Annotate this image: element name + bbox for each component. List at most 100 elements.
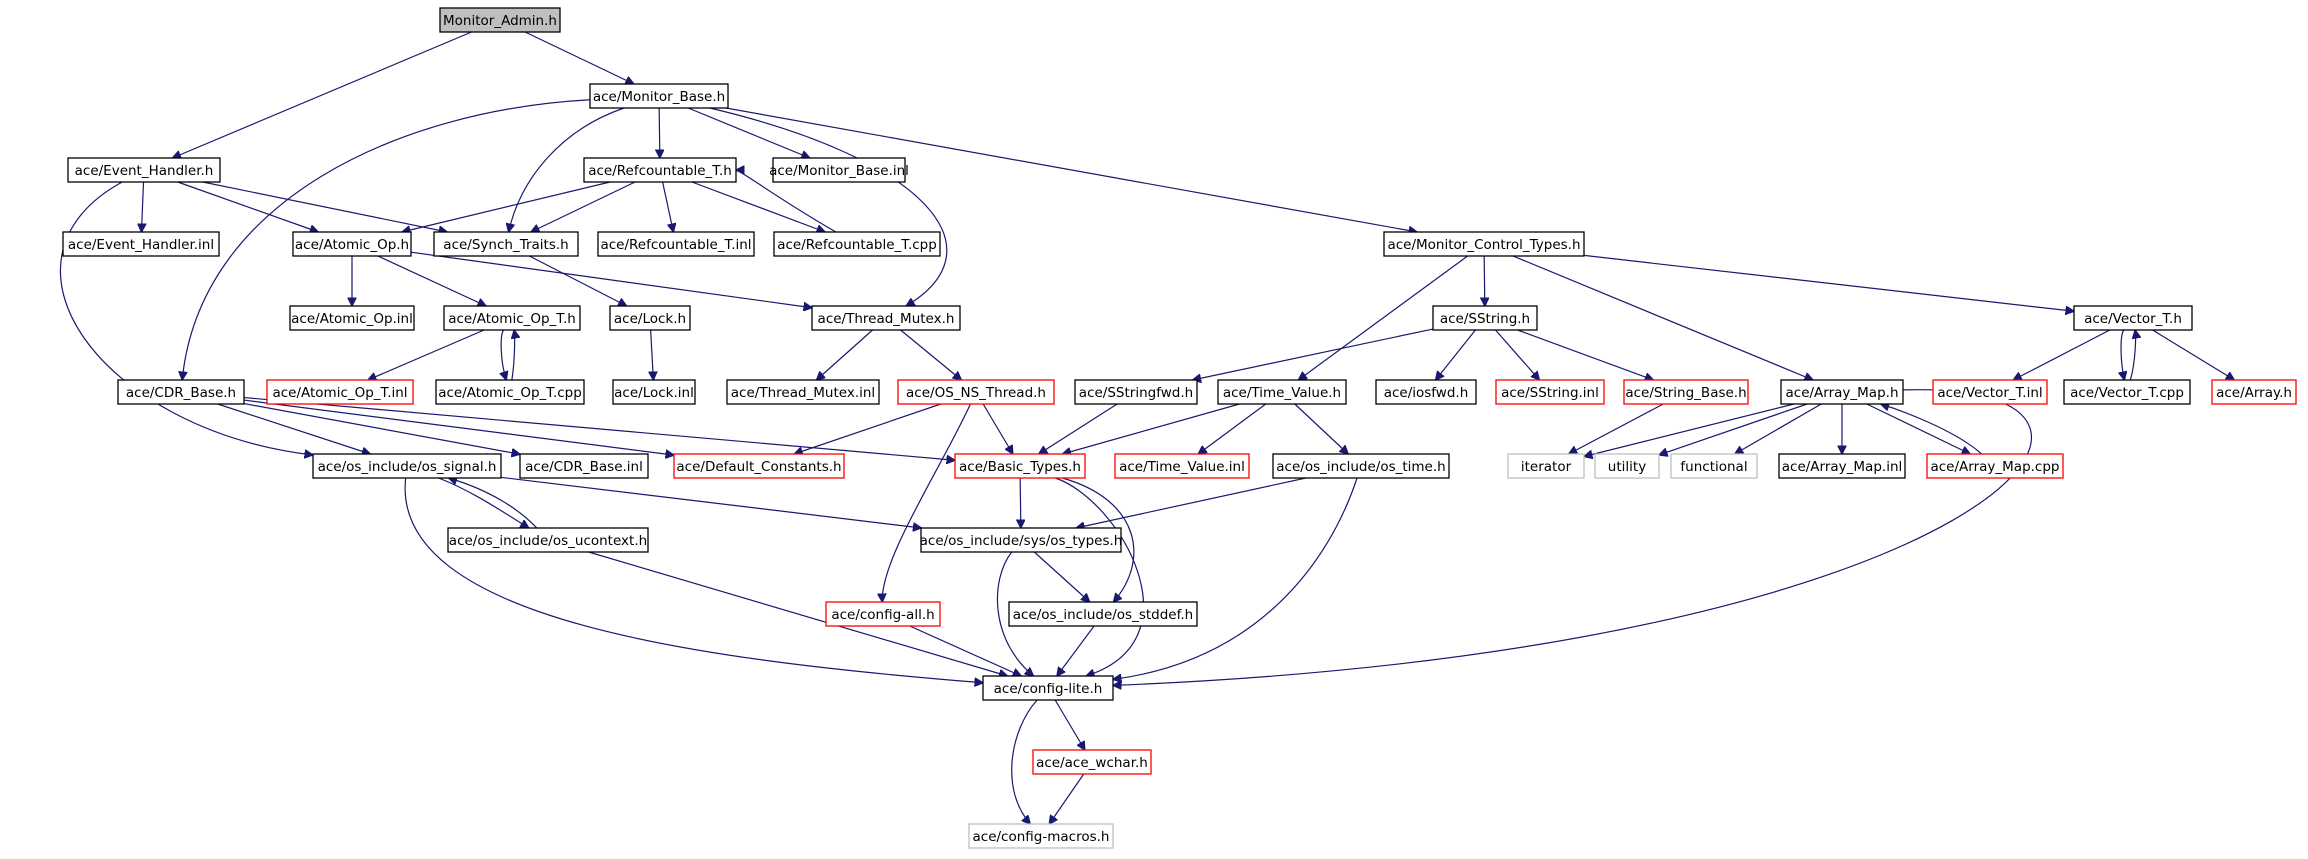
node-basic-types[interactable]: ace/Basic_Types.h xyxy=(954,453,1086,479)
node-sstring-inl[interactable]: ace/SString.inl xyxy=(1495,379,1605,405)
node-box xyxy=(825,601,941,627)
node-array-map-cpp[interactable]: ace/Array_Map.cpp xyxy=(1926,453,2064,479)
node-label: ace/iosfwd.h xyxy=(1384,385,1469,401)
node-label: iterator xyxy=(1521,459,1572,475)
node-box xyxy=(583,157,737,183)
node-label: Monitor_Admin.h xyxy=(443,13,557,29)
node-box xyxy=(897,379,1055,405)
node-array-h[interactable]: ace/Array.h xyxy=(2211,379,2297,405)
edge-sstring_h-to-sstringfwd xyxy=(1193,328,1434,380)
node-time-value-h[interactable]: ace/Time_Value.h xyxy=(1217,379,1347,405)
node-event-handler-inl[interactable]: ace/Event_Handler.inl xyxy=(62,231,220,257)
edge-lock_h-to-lock_inl xyxy=(651,329,654,380)
edge-monitor_admin-to-monitor_base xyxy=(524,31,634,84)
node-label: ace/Refcountable_T.cpp xyxy=(777,237,937,253)
node-label: ace/Array_Map.cpp xyxy=(1930,459,2059,475)
node-box xyxy=(2063,379,2191,405)
node-lock-h[interactable]: ace/Lock.h xyxy=(609,305,691,331)
edge-os_types-to-config_lite xyxy=(996,551,1033,676)
node-utility[interactable]: utility xyxy=(1594,453,1660,479)
edge-cdr_base_h-to-os_signal xyxy=(217,403,371,454)
node-atomic-op-t-cpp[interactable]: ace/Atomic_Op_T.cpp xyxy=(435,379,585,405)
node-box xyxy=(773,231,941,257)
edge-ace_wchar-to-config_macros xyxy=(1049,773,1085,824)
node-label: ace/Atomic_Op_T.h xyxy=(448,311,576,327)
node-os-ucontext[interactable]: ace/os_include/os_ucontext.h xyxy=(447,527,649,553)
node-label: ace/Vector_T.inl xyxy=(1937,385,2042,401)
node-box xyxy=(1008,601,1198,627)
node-sstring-h[interactable]: ace/SString.h xyxy=(1432,305,1538,331)
edge-os_signal-to-os_types xyxy=(500,476,921,528)
edge-cdr_base_h-to-cdr_base_inl xyxy=(243,402,520,455)
node-label: ace/Refcountable_T.h xyxy=(588,163,732,179)
node-ace-wchar[interactable]: ace/ace_wchar.h xyxy=(1032,749,1152,775)
edge-time_value_h-to-time_value_inl xyxy=(1198,403,1267,454)
edge-os_ns_thread-to-config_all xyxy=(882,403,972,602)
node-array-map-h[interactable]: ace/Array_Map.h xyxy=(1780,379,1904,405)
node-label: ace/Thread_Mutex.inl xyxy=(731,385,875,401)
edge-monitor_base-to-monitor_control_types xyxy=(725,107,1417,232)
node-box xyxy=(292,231,412,257)
node-thread-mutex-h[interactable]: ace/Thread_Mutex.h xyxy=(811,305,961,331)
edge-config_lite-to-config_macros xyxy=(1011,699,1038,824)
node-iosfwd-h[interactable]: ace/iosfwd.h xyxy=(1375,379,1477,405)
node-atomic-op-inl[interactable]: ace/Atomic_Op.inl xyxy=(289,305,415,331)
edge-cdr_base_h-to-basic_types xyxy=(243,396,955,461)
node-thread-mutex-inl[interactable]: ace/Thread_Mutex.inl xyxy=(726,379,880,405)
edge-array_map_h-to-functional xyxy=(1735,403,1822,454)
node-os-ns-thread[interactable]: ace/OS_NS_Thread.h xyxy=(897,379,1055,405)
edge-refcountable_t_h-to-refcountable_t_cpp xyxy=(691,181,825,232)
node-box xyxy=(1375,379,1477,405)
node-lock-inl[interactable]: ace/Lock.inl xyxy=(612,379,696,405)
edge-event_handler-to-atomic_op_h xyxy=(177,181,319,232)
node-iterator[interactable]: iterator xyxy=(1507,453,1585,479)
node-box xyxy=(439,7,561,33)
node-monitor-admin[interactable]: Monitor_Admin.h xyxy=(439,7,561,33)
node-atomic-op-t-h[interactable]: ace/Atomic_Op_T.h xyxy=(443,305,581,331)
node-box xyxy=(811,305,961,331)
node-monitor-base-inl[interactable]: ace/Monitor_Base.inl xyxy=(769,157,909,183)
node-config-lite[interactable]: ace/config-lite.h xyxy=(982,675,1114,701)
edge-array_map_cpp-to-array_map_h xyxy=(1881,404,1983,455)
node-atomic-op-h[interactable]: ace/Atomic_Op.h xyxy=(292,231,412,257)
node-refcountable-t-h[interactable]: ace/Refcountable_T.h xyxy=(583,157,737,183)
node-monitor-base[interactable]: ace/Monitor_Base.h xyxy=(589,83,729,109)
edge-time_value_h-to-os_time xyxy=(1294,403,1348,454)
node-array-map-inl[interactable]: ace/Array_Map.inl xyxy=(1778,453,1906,479)
edge-vector_t_h-to-array_h xyxy=(2152,329,2235,380)
node-label: ace/Lock.h xyxy=(614,311,686,327)
edge-array_map_h-to-utility xyxy=(1659,403,1808,455)
node-label: ace/os_include/os_time.h xyxy=(1276,459,1445,475)
node-config-all[interactable]: ace/config-all.h xyxy=(825,601,941,627)
node-box xyxy=(1032,749,1152,775)
node-label: ace/config-all.h xyxy=(831,607,934,623)
node-refcountable-t-inl[interactable]: ace/Refcountable_T.inl xyxy=(597,231,755,257)
node-event-handler[interactable]: ace/Event_Handler.h xyxy=(67,157,221,183)
edge-string_base_h-to-iterator xyxy=(1569,403,1664,454)
node-os-types[interactable]: ace/os_include/sys/os_types.h xyxy=(920,527,1123,553)
node-cdr-base-h[interactable]: ace/CDR_Base.h xyxy=(117,379,245,405)
node-vector-t-inl[interactable]: ace/Vector_T.inl xyxy=(1932,379,2048,405)
node-vector-t-cpp[interactable]: ace/Vector_T.cpp xyxy=(2063,379,2191,405)
node-functional[interactable]: functional xyxy=(1670,453,1758,479)
edge-thread_mutex_h-to-os_ns_thread xyxy=(900,329,962,380)
node-time-value-inl[interactable]: ace/Time_Value.inl xyxy=(1114,453,1250,479)
node-label: ace/Atomic_Op_T.cpp xyxy=(438,385,582,401)
node-os-signal[interactable]: ace/os_include/os_signal.h xyxy=(312,453,502,479)
node-vector-t-h[interactable]: ace/Vector_T.h xyxy=(2073,305,2193,331)
node-sstringfwd[interactable]: ace/SStringfwd.h xyxy=(1074,379,1198,405)
node-monitor-control-types[interactable]: ace/Monitor_Control_Types.h xyxy=(1383,231,1585,257)
node-string-base-h[interactable]: ace/String_Base.h xyxy=(1623,379,1749,405)
node-atomic-op-t-inl[interactable]: ace/Atomic_Op_T.inl xyxy=(266,379,414,405)
node-synch-traits[interactable]: ace/Synch_Traits.h xyxy=(433,231,579,257)
edge-monitor_base-to-cdr_base_h xyxy=(182,99,591,380)
node-os-time[interactable]: ace/os_include/os_time.h xyxy=(1272,453,1450,479)
node-cdr-base-inl[interactable]: ace/CDR_Base.inl xyxy=(519,453,649,479)
node-label: ace/SString.inl xyxy=(1501,385,1599,401)
node-refcountable-t-cpp[interactable]: ace/Refcountable_T.cpp xyxy=(773,231,941,257)
node-label: ace/Event_Handler.inl xyxy=(68,237,214,253)
node-os-stddef[interactable]: ace/os_include/os_stddef.h xyxy=(1008,601,1198,627)
node-config-macros[interactable]: ace/config-macros.h xyxy=(968,823,1114,849)
node-default-constants[interactable]: ace/Default_Constants.h xyxy=(673,453,845,479)
